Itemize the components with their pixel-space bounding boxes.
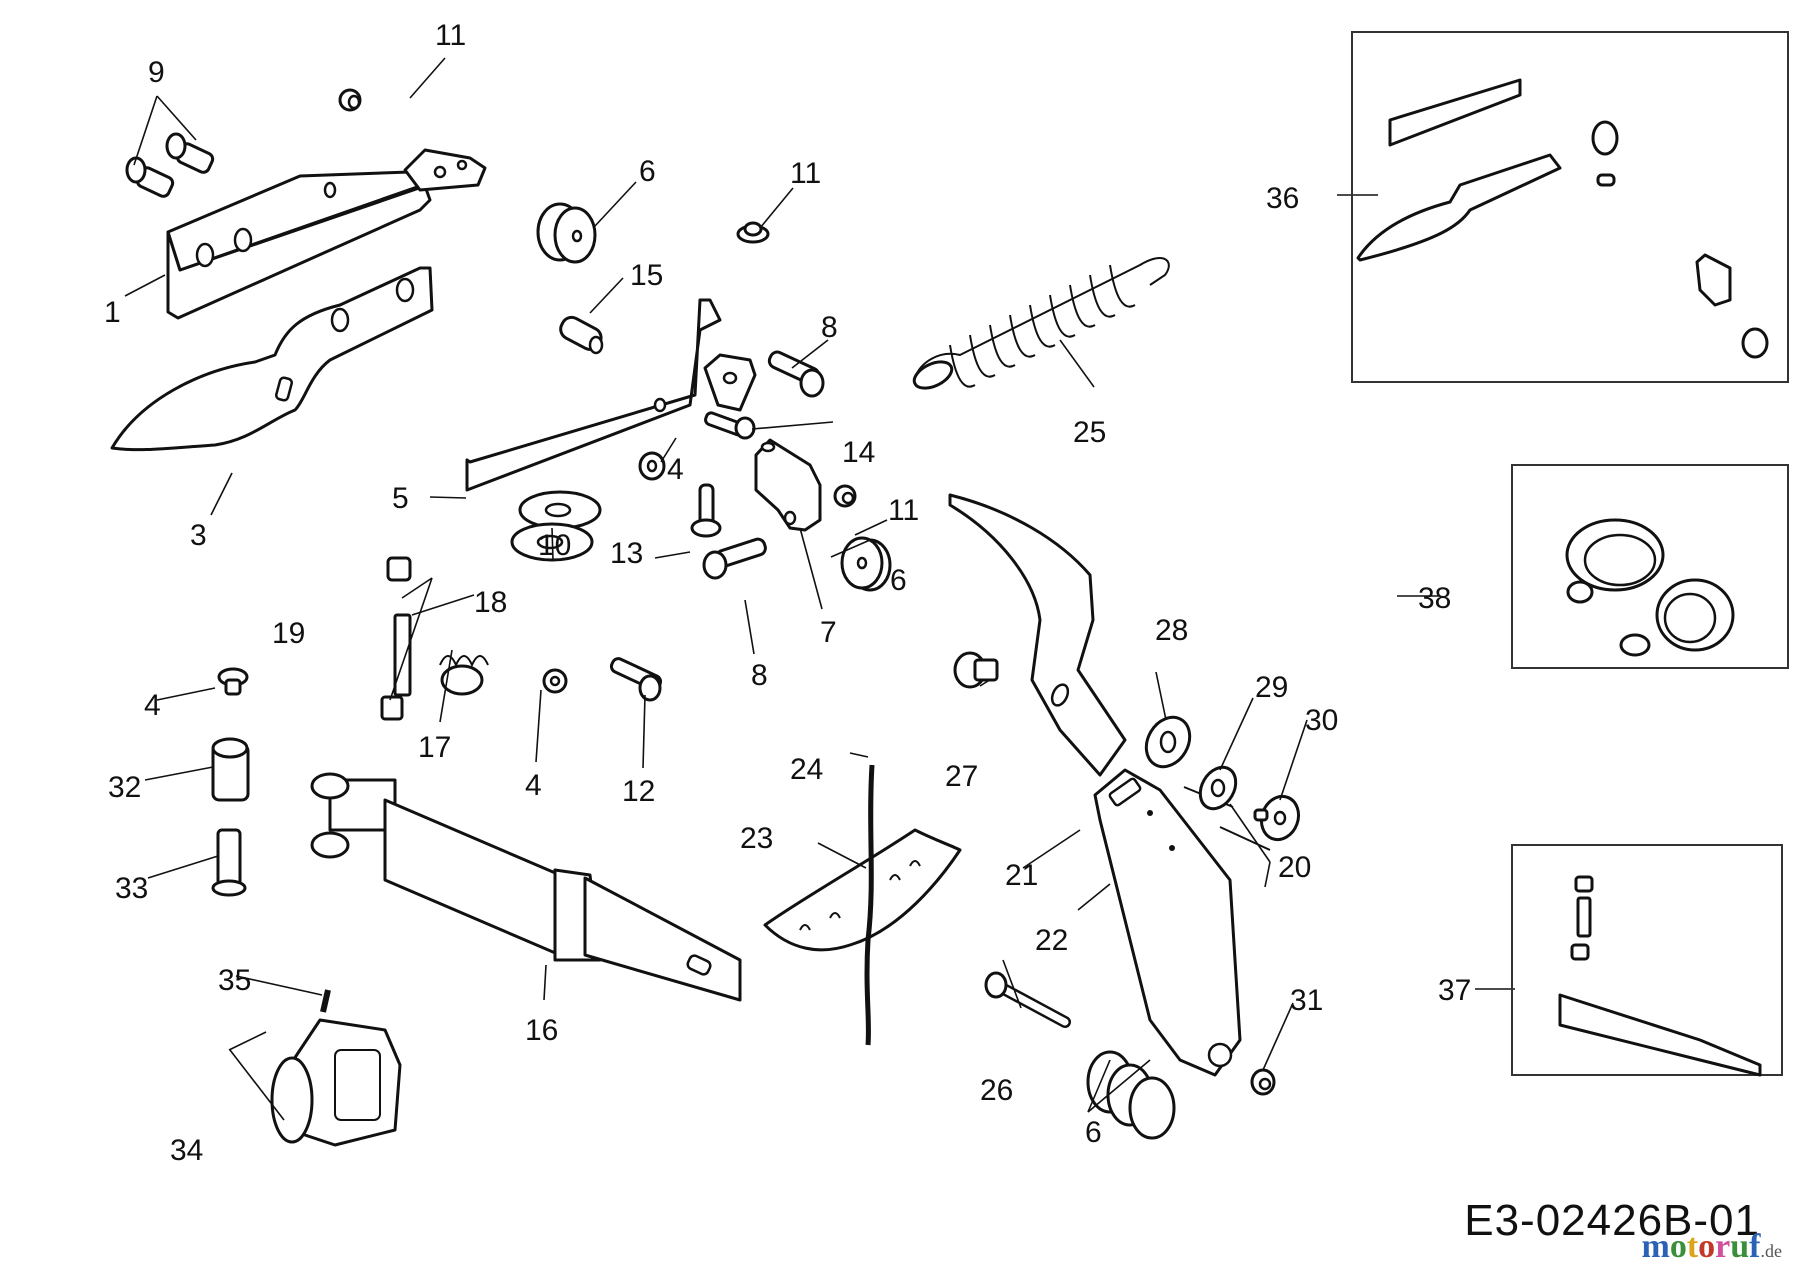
- callout-29: 29: [1255, 671, 1288, 704]
- part-11-nut-a[interactable]: [338, 88, 362, 112]
- part-8-pin-a[interactable]: [767, 350, 825, 398]
- watermark-letter: o: [1669, 1228, 1687, 1265]
- watermark-letter: m: [1641, 1228, 1670, 1265]
- callout-11: 11: [790, 157, 821, 190]
- part-34-end-cap[interactable]: [270, 1018, 402, 1147]
- kit-38-box[interactable]: [1511, 464, 1789, 669]
- callout-15: 15: [630, 259, 663, 292]
- part-8-pin-b[interactable]: [702, 537, 767, 580]
- part-6-pulley-pair[interactable]: [1086, 1050, 1176, 1140]
- callout-8: 8: [751, 659, 768, 692]
- callout-6: 6: [639, 155, 656, 188]
- watermark-letter: t: [1686, 1228, 1699, 1265]
- part-11-nut-c[interactable]: [833, 484, 857, 508]
- part-4-screw-a[interactable]: [638, 451, 666, 481]
- part-25-tension-spring[interactable]: [910, 257, 1170, 393]
- part-7-linkage[interactable]: [754, 438, 822, 532]
- part-14-pin[interactable]: [704, 411, 756, 440]
- part-26-long-bolt[interactable]: [984, 971, 1071, 1028]
- part-27-bushing[interactable]: [953, 651, 999, 689]
- part-11-nut-b[interactable]: [736, 221, 770, 244]
- callout-38: 38: [1418, 582, 1451, 615]
- callout-30: 30: [1305, 704, 1338, 737]
- callout-labels: 1 3 4 4 4 5 6 6 6 7 8 8 9 10 11 11 11 12…: [104, 19, 1471, 1167]
- part-12-pin[interactable]: [609, 657, 663, 702]
- part-22-handle-body[interactable]: [1093, 768, 1242, 1077]
- callout-36: 36: [1266, 182, 1299, 215]
- callout-4: 4: [525, 769, 542, 802]
- callout-31: 31: [1290, 984, 1323, 1017]
- part-5-frame-lever[interactable]: [465, 298, 757, 492]
- part-31-nut[interactable]: [1250, 1068, 1276, 1096]
- callout-27: 27: [945, 760, 978, 793]
- callout-3: 3: [190, 519, 207, 552]
- watermark-letter: r: [1715, 1228, 1731, 1265]
- leader-lines: [124, 57, 1515, 1121]
- callout-7: 7: [820, 616, 837, 649]
- callout-5: 5: [392, 482, 409, 515]
- callout-32: 32: [108, 771, 141, 804]
- watermark-letter: u: [1730, 1228, 1750, 1265]
- part-24-cable[interactable]: [864, 764, 875, 1046]
- part-18-latch-plate[interactable]: [393, 613, 412, 697]
- callout-1: 1: [104, 296, 121, 329]
- watermark-letter: f: [1749, 1228, 1761, 1265]
- callout-6: 6: [890, 564, 907, 597]
- part-3-blade[interactable]: [110, 266, 434, 452]
- callout-34: 34: [170, 1134, 203, 1167]
- callout-26: 26: [980, 1074, 1013, 1107]
- callout-12: 12: [622, 775, 655, 808]
- part-19-pads[interactable]: [380, 556, 412, 721]
- callout-4: 4: [667, 453, 684, 486]
- part-30-screw[interactable]: [1253, 791, 1304, 845]
- callout-16: 16: [525, 1014, 558, 1047]
- callout-10: 10: [538, 529, 571, 562]
- part-33-bolt[interactable]: [211, 828, 247, 897]
- part-15-sleeve[interactable]: [557, 314, 604, 355]
- callout-20: 20: [1278, 851, 1311, 884]
- kit-36-box[interactable]: [1351, 31, 1789, 383]
- callout-25: 25: [1073, 416, 1106, 449]
- part-9-bolts[interactable]: [125, 132, 215, 198]
- callout-19: 19: [272, 617, 305, 650]
- watermark-letter: o: [1698, 1228, 1716, 1265]
- callout-8: 8: [821, 311, 838, 344]
- callout-6: 6: [1085, 1116, 1102, 1149]
- callout-17: 17: [418, 731, 451, 764]
- part-35-screw[interactable]: [320, 989, 331, 1013]
- callout-11: 11: [888, 494, 919, 527]
- callout-13: 13: [610, 537, 643, 570]
- part-16-handle[interactable]: [310, 772, 742, 1002]
- callout-28: 28: [1155, 614, 1188, 647]
- callout-11: 11: [435, 19, 466, 52]
- callout-23: 23: [740, 822, 773, 855]
- part-4-screw-c[interactable]: [217, 667, 249, 696]
- watermark-tld: .de: [1760, 1241, 1783, 1261]
- part-6-pulley-a[interactable]: [536, 202, 597, 264]
- callout-24: 24: [790, 753, 823, 786]
- callout-4: 4: [144, 689, 161, 722]
- callout-14: 14: [842, 436, 875, 469]
- part-17-spring[interactable]: [439, 655, 489, 696]
- kit-37-box[interactable]: [1511, 844, 1783, 1077]
- callout-35: 35: [218, 964, 251, 997]
- part-1-bracket[interactable]: [166, 148, 487, 320]
- callout-21: 21: [1005, 859, 1038, 892]
- part-13-bolt[interactable]: [690, 483, 722, 538]
- drawing-code: E3-02426B-01: [1464, 1196, 1760, 1245]
- watermark-logo: motoruf.de: [1642, 1228, 1783, 1266]
- part-28-star-washer[interactable]: [1138, 709, 1199, 774]
- callout-33: 33: [115, 872, 148, 905]
- callout-18: 18: [474, 586, 507, 619]
- part-32-spacer[interactable]: [211, 737, 250, 802]
- callout-37: 37: [1438, 974, 1471, 1007]
- part-4-screw-b[interactable]: [542, 668, 568, 694]
- part-29-washer[interactable]: [1193, 761, 1243, 815]
- callout-22: 22: [1035, 924, 1068, 957]
- callout-9: 9: [148, 56, 165, 89]
- part-23-ratchet-cover[interactable]: [763, 828, 962, 952]
- part-6-pulley-b[interactable]: [840, 536, 892, 592]
- part-21-hook-blade[interactable]: [948, 493, 1127, 777]
